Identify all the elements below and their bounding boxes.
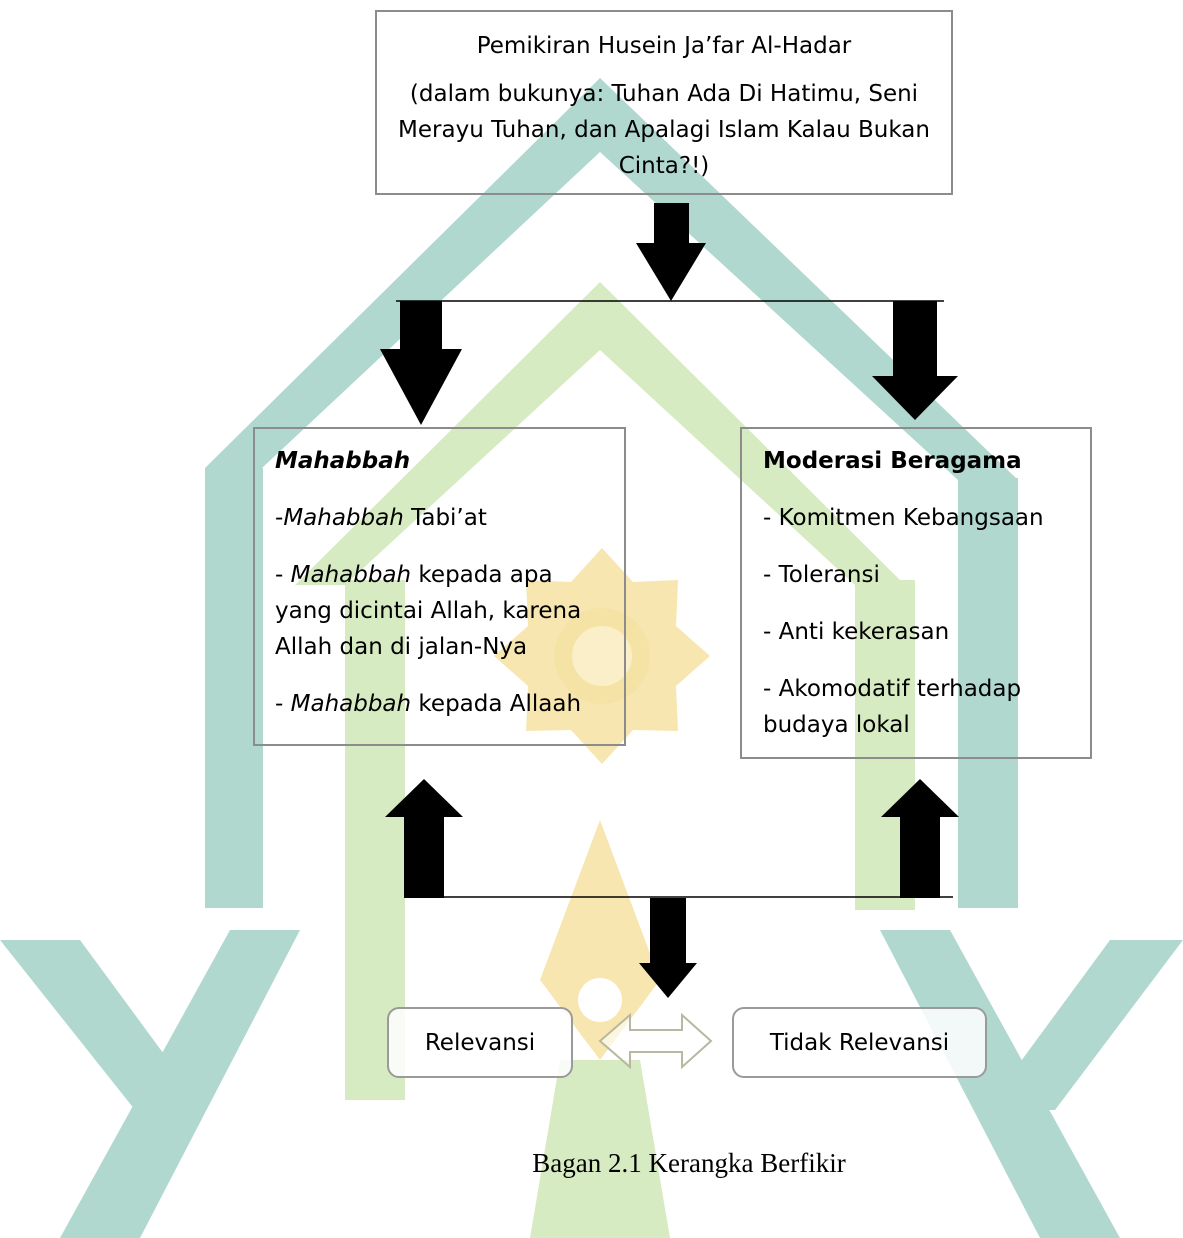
- source-thought-box: Pemikiran Husein Ja’far Al-Hadar (dalam …: [375, 10, 953, 195]
- figure-caption: Bagan 2.1 Kerangka Berfikir: [0, 1148, 1183, 1179]
- mahabbah-item-2: - Mahabbah kepada apa yang dicintai Alla…: [275, 562, 582, 660]
- mahabbah-box: Mahabbah -Mahabbah Tabi’at - Mahabbah ke…: [253, 427, 626, 746]
- moderasi-item-4: - Akomodatif terhadap budaya lokal: [763, 676, 1022, 738]
- watermark-teal-roof: [0, 78, 1183, 1238]
- watermark-green-arch: [295, 282, 915, 1238]
- arrow-down-to-outcome-icon: [639, 898, 697, 998]
- arrow-down-to-mahabbah-icon: [380, 301, 462, 425]
- arrow-up-from-mahabbah-icon: [385, 779, 463, 898]
- tidak-relevansi-box: Tidak Relevansi: [732, 1007, 987, 1078]
- moderasi-box: Moderasi Beragama - Komitmen Kebangsaan …: [740, 427, 1092, 759]
- relevansi-box: Relevansi: [387, 1007, 573, 1078]
- arrow-down-to-moderasi-icon: [872, 301, 958, 420]
- moderasi-item-2: - Toleransi: [763, 562, 880, 588]
- mahabbah-item-1: -Mahabbah Tabi’at: [275, 505, 487, 531]
- moderasi-item-1: - Komitmen Kebangsaan: [763, 505, 1044, 531]
- arrow-down-from-top-icon: [636, 203, 706, 301]
- source-books: (dalam bukunya: Tuhan Ada Di Hatimu, Sen…: [398, 81, 930, 179]
- relevansi-label: Relevansi: [424, 1029, 536, 1056]
- double-arrow-icon: [598, 1012, 713, 1070]
- tidak-relevansi-label: Tidak Relevansi: [769, 1029, 950, 1056]
- mahabbah-item-3: - Mahabbah kepada Allaah: [275, 691, 582, 717]
- moderasi-title: Moderasi Beragama: [763, 448, 1022, 474]
- watermark-inner: [554, 608, 650, 1022]
- source-title: Pemikiran Husein Ja’far Al-Hadar: [476, 33, 852, 59]
- caption-text: Bagan 2.1 Kerangka Berfikir: [532, 1148, 846, 1178]
- mahabbah-title: Mahabbah: [275, 448, 411, 474]
- arrow-up-from-moderasi-icon: [881, 779, 959, 898]
- moderasi-item-3: - Anti kekerasan: [763, 619, 950, 645]
